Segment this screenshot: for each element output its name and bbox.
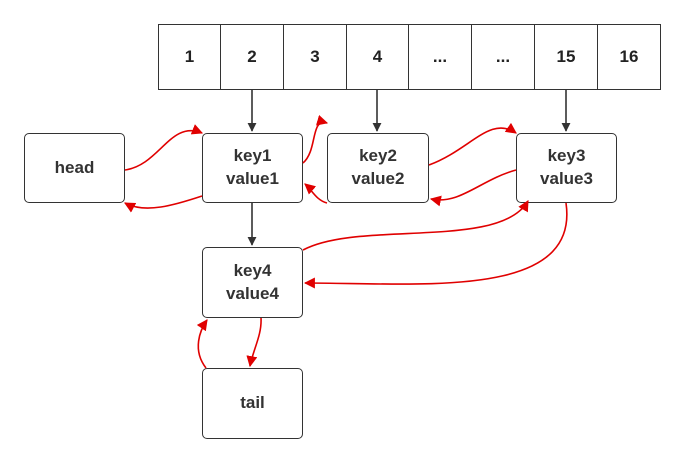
head-label: head [54, 157, 95, 177]
hash-slot-6: ... [471, 24, 535, 90]
key2-next-arrow [428, 122, 517, 166]
key1-prev-arrow [124, 195, 203, 213]
node-key4-value: value4 [226, 283, 279, 303]
key4-to-tail-arrow [246, 317, 262, 368]
hash-slot-1: 1 [158, 24, 221, 90]
key3-to-key4-prev-arrow [303, 202, 568, 289]
hash-slot-3: 3 [283, 24, 347, 90]
node-key1-key: key1 [233, 146, 272, 166]
node-key3-value: value3 [540, 169, 593, 188]
head-next-arrow [124, 124, 204, 171]
tail-node: tail [202, 368, 303, 439]
key3-prev-arrow [429, 169, 517, 207]
tail-prev-arrow [196, 319, 208, 369]
head-node: head [24, 133, 125, 203]
tail-label: tail [240, 393, 265, 413]
key2-prev-arrow [304, 183, 328, 204]
node-key2: key2 value2 [327, 133, 429, 203]
node-key2-value: value2 [351, 169, 405, 188]
hash-slot-15: 15 [534, 24, 598, 90]
hash-slot-2: 2 [220, 24, 284, 90]
node-key3: key3 value3 [516, 133, 617, 203]
node-key2-key: key2 [359, 146, 397, 166]
hash-slot-5: ... [408, 24, 472, 90]
node-key1-value: value1 [226, 169, 279, 188]
node-key3-key: key3 [547, 146, 586, 166]
key4-next-arrow [302, 200, 529, 251]
node-key4-key: key4 [233, 260, 272, 280]
hash-slot-16: 16 [597, 24, 661, 90]
node-key1: key1 value1 [202, 133, 303, 203]
node-key4: key4 value4 [202, 247, 303, 318]
key1-next-arrow [302, 114, 329, 164]
